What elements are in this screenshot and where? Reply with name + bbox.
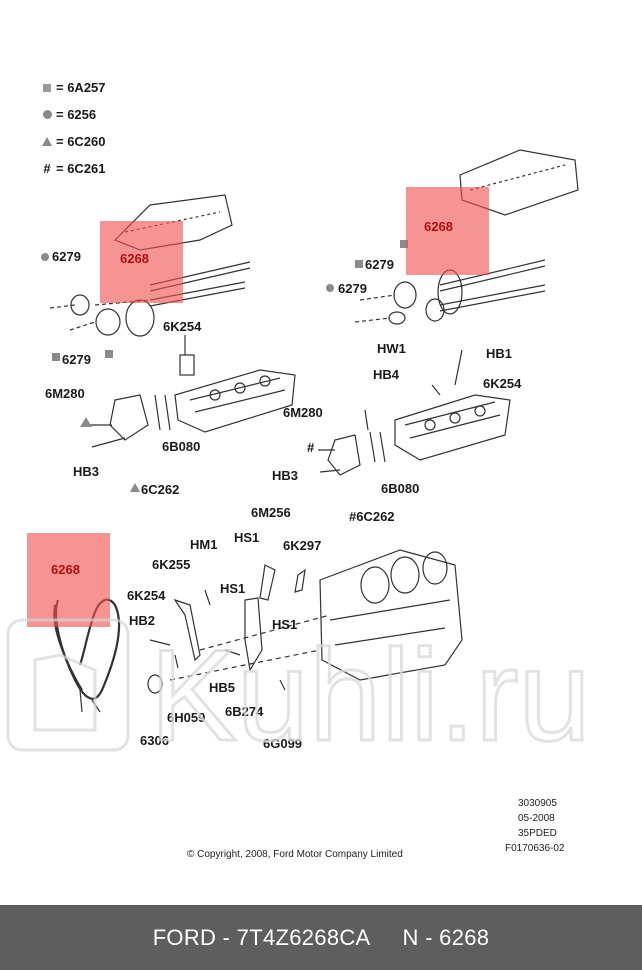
legend-text: = 6256 <box>56 107 97 122</box>
callout-label: 6M256 <box>251 505 291 520</box>
callout-label: 6B274 <box>225 704 264 719</box>
legend-row-square: = 6A257 <box>40 80 106 95</box>
triangle-icon <box>40 137 54 146</box>
right-cam-sprocket <box>393 281 417 309</box>
callout-label: 6B080 <box>381 481 420 496</box>
circle-icon <box>40 110 54 119</box>
callout-label: 6279 <box>365 257 394 272</box>
legend-row-hash: # = 6C261 <box>40 161 106 176</box>
callout-label: HS1 <box>272 617 298 632</box>
drawing-id: F0170636-02 <box>505 843 565 854</box>
drawing-date: 05-2008 <box>518 813 555 824</box>
callout-label: 6M280 <box>283 405 323 420</box>
callout-label: 6306 <box>140 733 169 748</box>
callout-label: HB4 <box>373 367 400 382</box>
right-chain-loop <box>437 269 463 315</box>
callout-label: HS1 <box>234 530 260 545</box>
chain-guide-right <box>244 597 263 672</box>
callout-label: 6G099 <box>263 736 303 751</box>
callout-label: HM1 <box>190 537 218 552</box>
left-tensioner <box>109 394 149 441</box>
right-camshaft-lower <box>439 284 546 306</box>
left-chain-loop <box>125 299 155 337</box>
highlight-label: 6268 <box>51 562 80 577</box>
callout-label: HS1 <box>220 581 246 596</box>
bolt-marker <box>41 253 49 261</box>
engine-block <box>319 549 463 681</box>
drawing-code: 35PDED <box>518 828 557 839</box>
footer-bar: FORD - 7T4Z6268CA N - 6268 <box>0 905 642 970</box>
reference-number: N - 6268 <box>402 924 490 950</box>
callout-label: HB3 <box>73 464 100 479</box>
left-cam-sprocket-2 <box>95 308 121 336</box>
callout-label: HB2 <box>129 613 156 628</box>
right-camshaft-upper <box>439 259 546 286</box>
callout-label: HW1 <box>377 341 406 356</box>
legend-text: = 6A257 <box>56 80 106 95</box>
highlight-box-right-cam <box>406 187 489 275</box>
legend-row-triangle: = 6C260 <box>40 134 106 149</box>
callout-label: 6K254 <box>127 588 166 603</box>
highlight-label: 6268 <box>424 219 453 234</box>
callout-label: HB5 <box>209 680 236 695</box>
square-icon <box>40 83 54 92</box>
chain-guide-upper <box>259 564 276 601</box>
callout-label: 6279 <box>338 281 367 296</box>
right-cylinder-head <box>394 394 511 461</box>
right-tensioner <box>327 434 361 476</box>
highlight-box-left-cam <box>100 221 183 303</box>
callout-label: 6K254 <box>163 319 202 334</box>
callout-label: 6H059 <box>167 710 206 725</box>
callout-label: 6C262 <box>141 482 180 497</box>
callout-label: HB3 <box>272 468 299 483</box>
marker-square <box>105 350 113 358</box>
highlight-label: 6268 <box>120 251 149 266</box>
callout-label: 6M280 <box>45 386 85 401</box>
drawing-number: 3030905 <box>518 798 557 809</box>
chain-guide-left <box>173 598 201 662</box>
copyright-text: © Copyright, 2008, Ford Motor Company Li… <box>187 849 403 860</box>
left-cylinder-head <box>174 369 296 433</box>
highlight-box-primary-chain <box>27 533 110 627</box>
hash-symbol: # <box>43 161 51 176</box>
callout-label: 6K255 <box>152 557 191 572</box>
callout-label: HB1 <box>486 346 513 361</box>
callout-label: 6B080 <box>162 439 201 454</box>
legend-row-circle: = 6256 <box>40 107 96 122</box>
callout-label: #6C262 <box>349 509 395 524</box>
legend-text: = 6C261 <box>56 161 106 176</box>
callout-label: 6279 <box>52 249 81 264</box>
callout-label: 6K297 <box>283 538 322 553</box>
legend-text: = 6C260 <box>56 134 106 149</box>
callout-label: # <box>307 440 315 455</box>
crank-sprocket <box>147 674 163 694</box>
part-number: FORD - 7T4Z6268CA <box>152 924 371 950</box>
callout-label: 6K254 <box>483 376 522 391</box>
callout-label: 6279 <box>62 352 91 367</box>
